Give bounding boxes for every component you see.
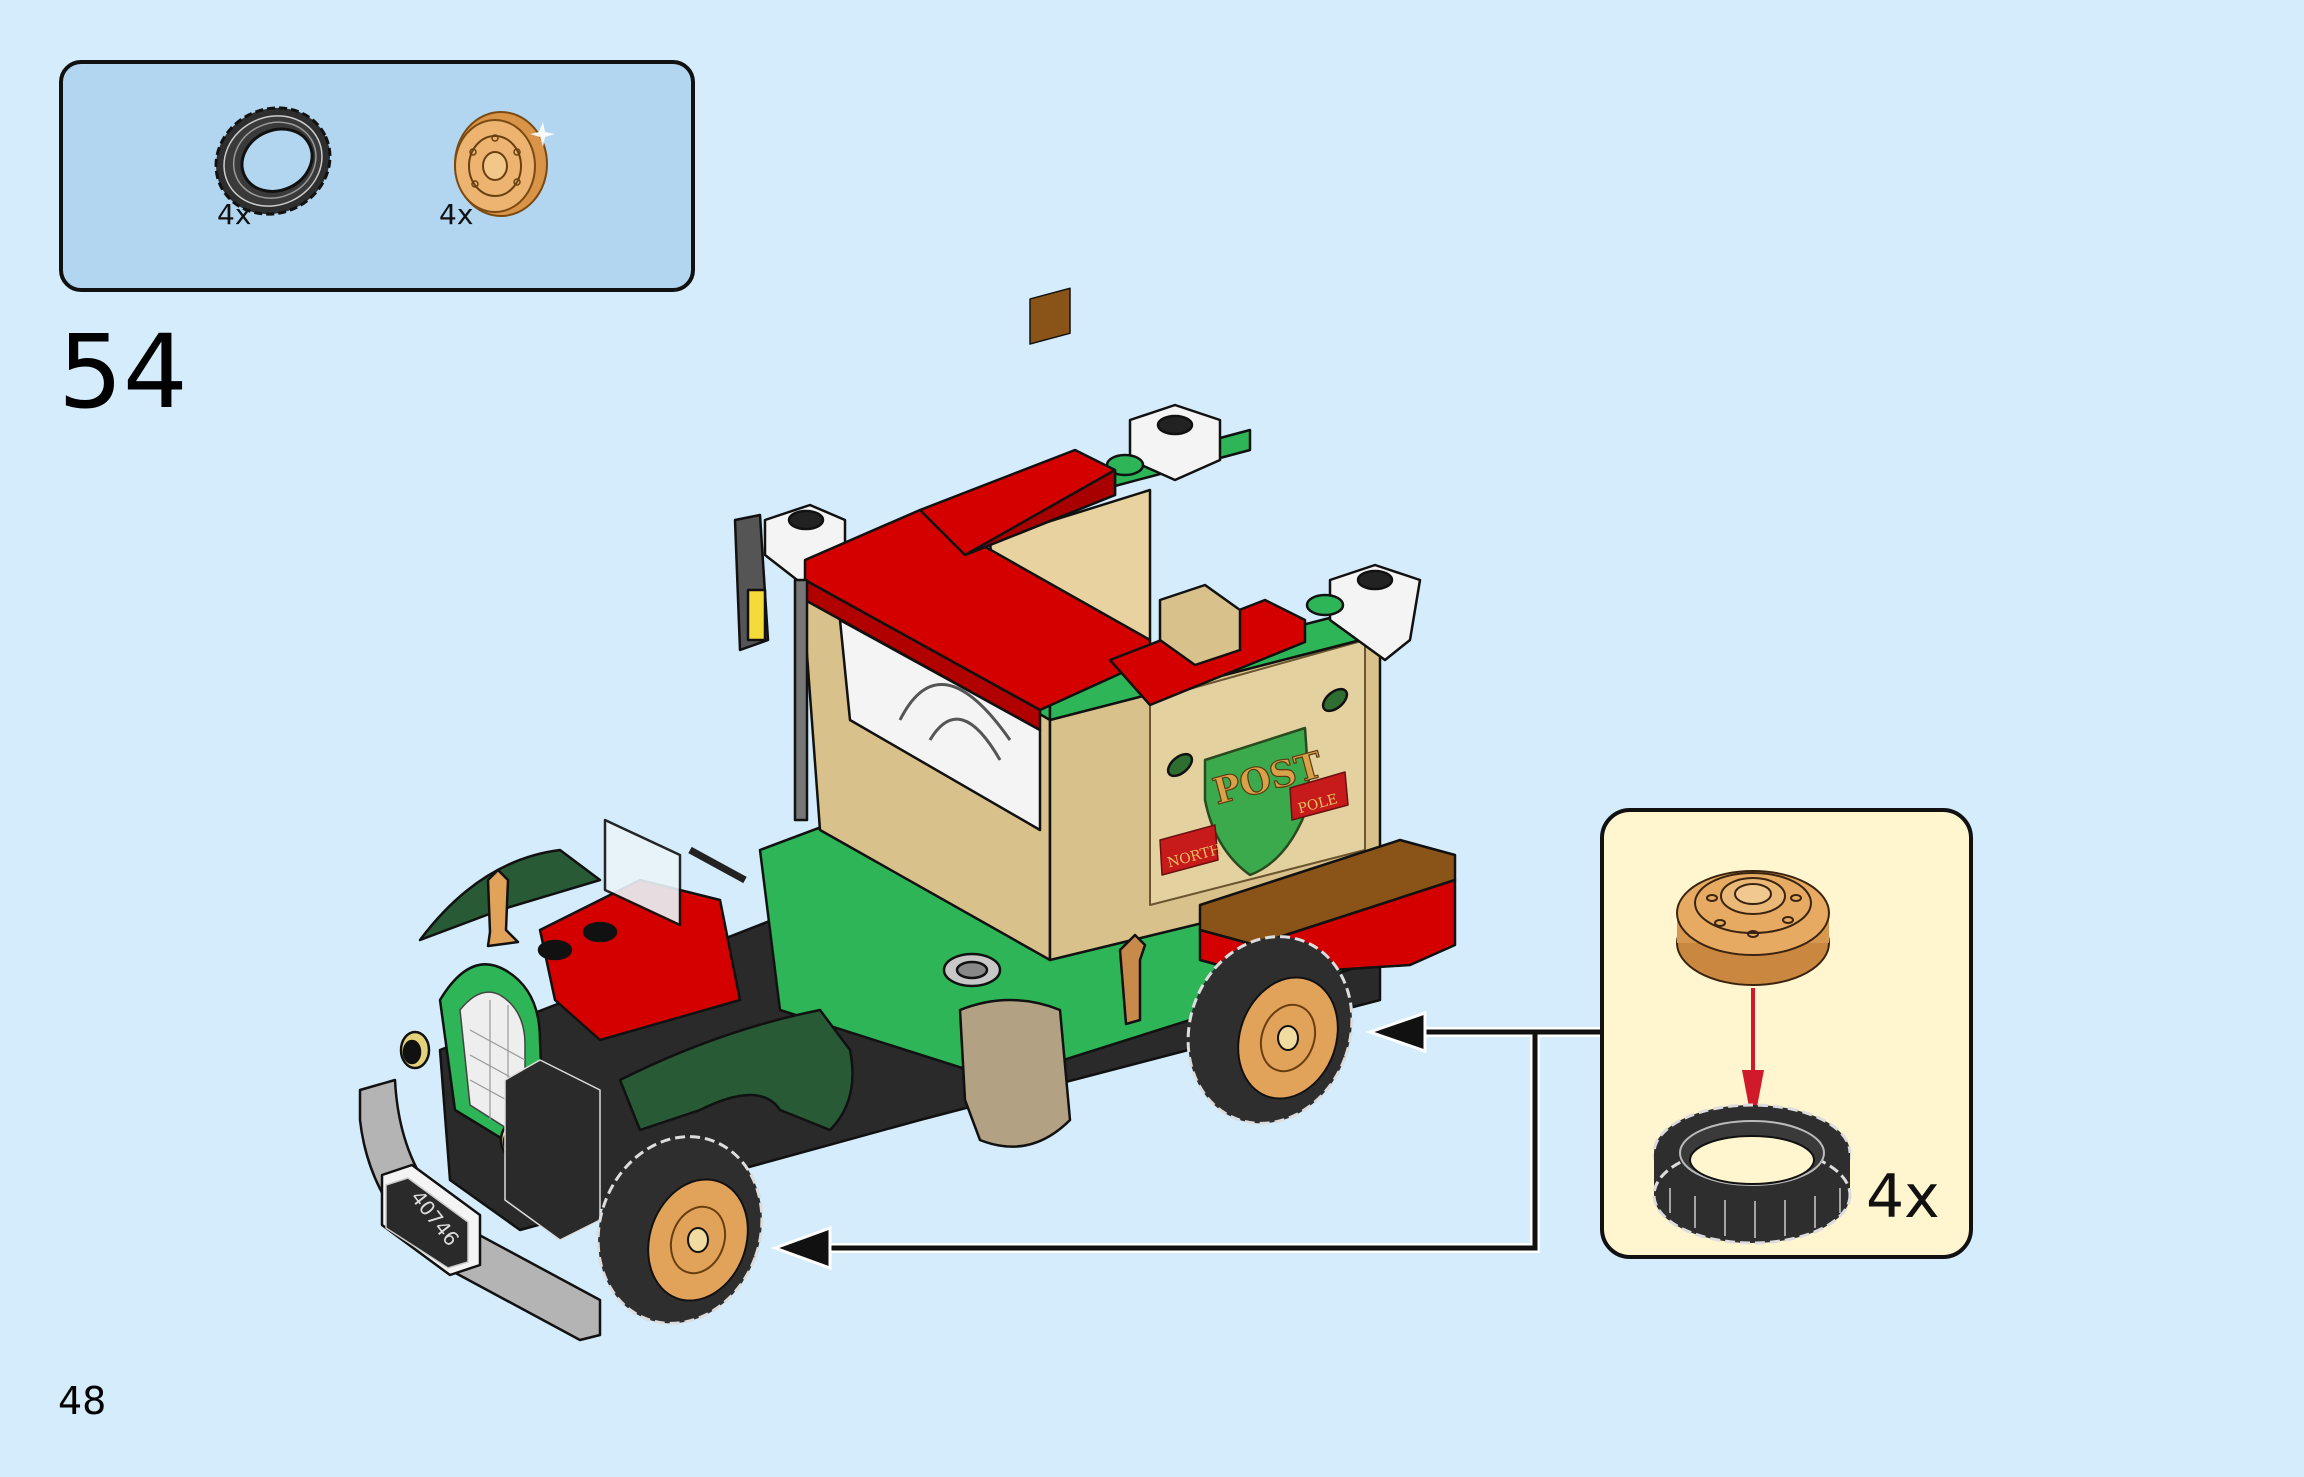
black-tire-icon — [1652, 1103, 1852, 1245]
parts-list-item-wheel-rim: 4x — [439, 104, 583, 244]
arrow-to-front-wheel — [770, 1225, 832, 1271]
callout-lines — [820, 1027, 1600, 1253]
svg-text:POLE: POLE — [1296, 791, 1339, 817]
rear-wheel — [1186, 935, 1354, 1125]
tire-quantity: 4x — [217, 198, 252, 231]
parts-list-item-tire: 4x — [203, 96, 343, 236]
svg-text:NORTH: NORTH — [1166, 842, 1224, 872]
black-tire-icon — [214, 106, 332, 216]
front-wheel — [596, 1135, 764, 1325]
pearl-gold-wheel-icon — [454, 111, 555, 217]
license-plate-text: 40746 — [406, 1186, 464, 1251]
parts-list-box: 4x 4x — [59, 60, 695, 292]
wheel-rim-quantity: 4x — [439, 198, 474, 231]
svg-text:POST: POST — [1209, 744, 1328, 813]
subassembly-box: 4x — [1600, 808, 1973, 1259]
arrow-to-rear-wheel — [1365, 1010, 1427, 1054]
pearl-gold-wheel-icon — [1676, 870, 1830, 986]
subassembly-quantity: 4x — [1866, 1162, 1940, 1232]
page-number: 48 — [58, 1379, 107, 1423]
step-number: 54 — [58, 313, 188, 432]
insert-arrow-icon — [1742, 988, 1764, 1128]
subassembly-illustration — [1652, 870, 1852, 1245]
